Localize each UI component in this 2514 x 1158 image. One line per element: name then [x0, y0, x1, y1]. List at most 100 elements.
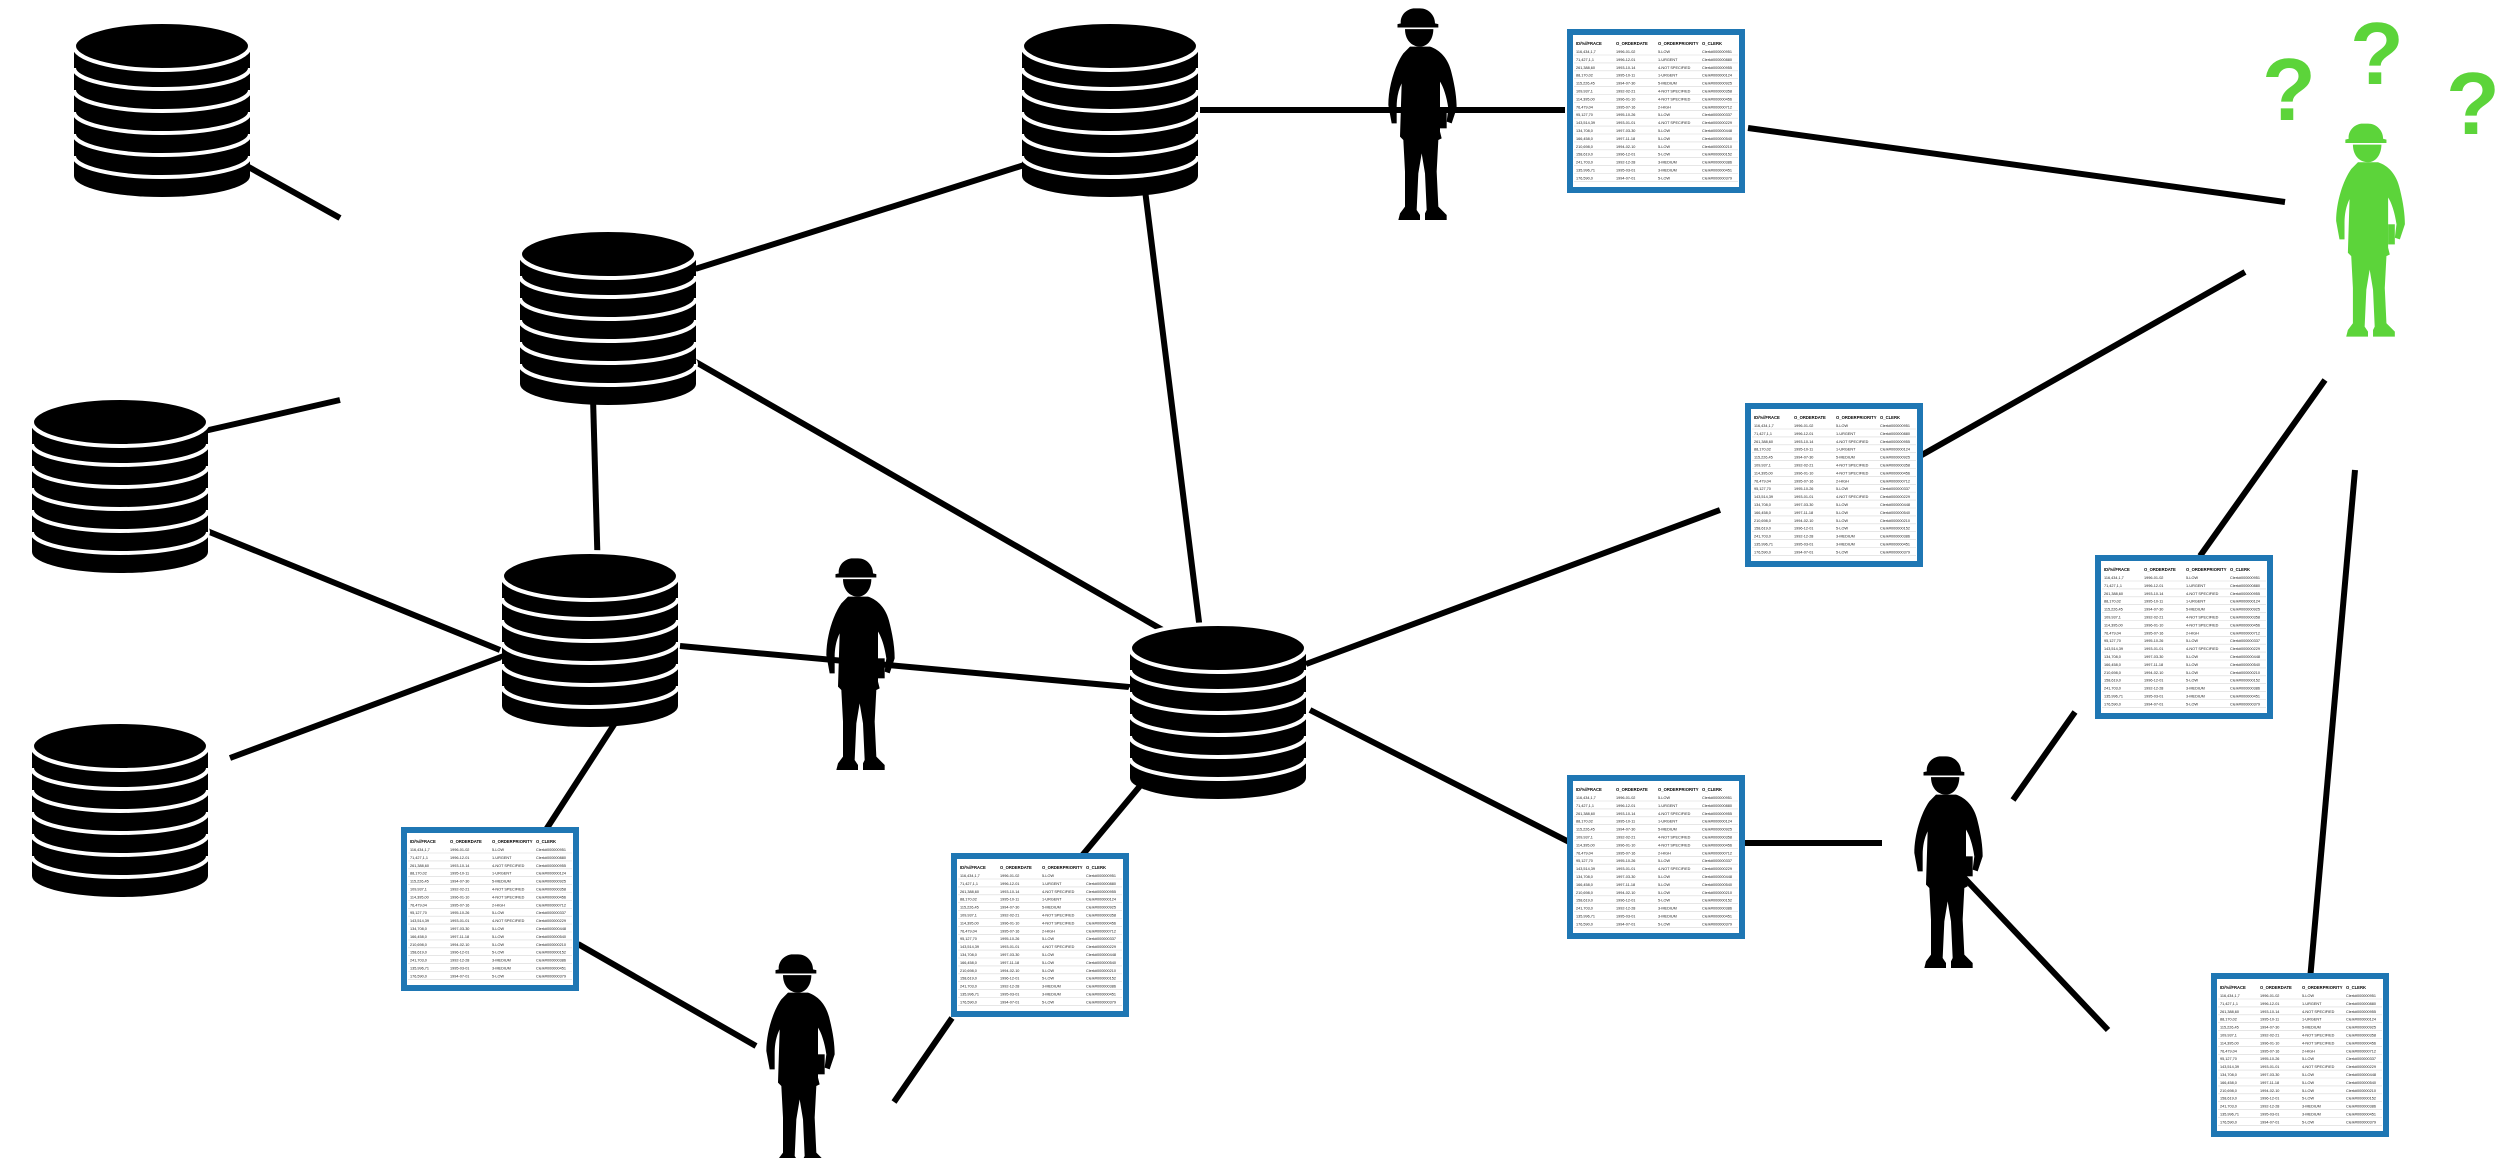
table-cell: 1-URGENT: [2186, 584, 2206, 588]
table-cell: 1-URGENT: [1042, 898, 1062, 902]
table-cell: 1996-12-01: [1794, 432, 1813, 436]
table-cell: 1995-03-01: [2260, 1113, 2279, 1117]
table-cell: 176,590,0: [1576, 922, 1593, 926]
table-cell: Clerk#000000152: [1702, 153, 1732, 157]
table-cell: Clerk#000000540: [2346, 1081, 2376, 1085]
table-cell: 3-MEDIUM: [1658, 907, 1677, 911]
table-cell: 115,226,45: [2104, 608, 2123, 612]
table-cell: 158,619,0: [2104, 679, 2121, 683]
connection-lines: [148, 107, 2358, 1104]
table-cell: Clerk#000000540: [1702, 883, 1732, 887]
table-cell: 176,590,0: [2220, 1120, 2237, 1124]
table-cell: 1994-02-10: [2144, 671, 2163, 675]
table-cell: 1997-11-18: [2260, 1081, 2279, 1085]
table-cell: 71,427,1,1: [960, 882, 978, 886]
table-header: O_CLERK: [2230, 567, 2250, 572]
table-cell: Clerk#000000379: [536, 974, 566, 978]
table-cell: 1993-10-14: [1616, 812, 1635, 816]
table-cell: Clerk#000000152: [1086, 977, 1116, 981]
table-cell: 4-NOT SPECIFIED: [2186, 623, 2219, 627]
table-cell: 4-NOT SPECIFIED: [492, 895, 525, 899]
table-cell: 134,708,0: [1576, 875, 1593, 879]
table-cell: Clerk#000000456: [1702, 97, 1732, 101]
table-cell: 1995-10-26: [1616, 113, 1635, 117]
table-cell: Clerk#000000124: [1702, 74, 1732, 78]
table-cell: Clerk#000000925: [536, 880, 566, 884]
table-cell: 1995-10-11: [1000, 898, 1019, 902]
table-cell: Clerk#000000229: [1880, 495, 1910, 499]
table-cell: Clerk#000000379: [1702, 922, 1732, 926]
table-cell: Clerk#000000152: [1702, 899, 1732, 903]
table-cell: 5-LOW: [2302, 1089, 2314, 1093]
table-cell: 88,170,02: [960, 898, 977, 902]
table-cell: 1993-01-01: [1616, 121, 1635, 125]
table-cell: 1994-07-30: [1794, 456, 1813, 460]
table-cell: Clerk#000000358: [1880, 464, 1910, 468]
table-cell: Clerk#000000152: [2346, 1097, 2376, 1101]
table-cell: 5-LOW: [2302, 994, 2314, 998]
table-cell: 1994-02-10: [1794, 519, 1813, 523]
link-line: [638, 327, 1182, 643]
table-header: O_ORDERDATE: [1616, 41, 1648, 46]
table-cell: Clerk#000000456: [1086, 921, 1116, 925]
table-cell: Clerk#000000451: [1702, 169, 1732, 173]
table-cell: 1996-12-01: [1616, 153, 1635, 157]
table-cell: 1996-12-01: [450, 951, 469, 955]
table-cell: 71,427,1,1: [2220, 1002, 2238, 1006]
table-cell: 3-MEDIUM: [492, 959, 511, 963]
table-cell: 1997-03-30: [1616, 875, 1635, 879]
table-cell: Clerk#000000712: [2230, 631, 2260, 635]
table-cell: 114,395,00: [1576, 843, 1595, 847]
link-line: [576, 941, 758, 1049]
link-line: [178, 517, 502, 653]
table-cell: 5-LOW: [2186, 576, 2198, 580]
table-cell: 1993-01-01: [2260, 1065, 2279, 1069]
table-cell: 5-LOW: [1042, 977, 1054, 981]
table-cell: 5-LOW: [1658, 153, 1670, 157]
link-line: [891, 1016, 955, 1104]
table-header: O_ORDERPRIORITY: [1836, 415, 1877, 420]
table-cell: 5-MEDIUM: [1836, 456, 1855, 460]
table-cell: Clerk#000000951: [536, 848, 566, 852]
table-cell: 1993-10-14: [2144, 592, 2163, 596]
table-cell: 5-LOW: [1836, 424, 1848, 428]
table-cell: Clerk#000000925: [2346, 1026, 2376, 1030]
table-cell: 135,996,71: [960, 993, 979, 997]
table-cell: Clerk#000000229: [1702, 867, 1732, 871]
table-cell: 241,703,0: [2220, 1105, 2237, 1109]
table-cell: 261,388,60: [1576, 812, 1595, 816]
table-cell: 115,226,45: [2220, 1026, 2239, 1030]
table-cell: Clerk#000000358: [2346, 1034, 2376, 1038]
link-line: [2307, 469, 2358, 981]
database-icon: [30, 396, 210, 574]
worker-icon: [766, 954, 835, 1158]
table-cell: 1997-03-30: [450, 927, 469, 931]
table-cell: 241,703,0: [1576, 161, 1593, 165]
database-icon: [518, 228, 698, 406]
table-cell: 1995-10-11: [1616, 74, 1635, 78]
table-cell: 4-NOT SPECIFIED: [1658, 121, 1691, 125]
table-cell: Clerk#000000955: [1880, 440, 1910, 444]
table-cell: 5-LOW: [1658, 899, 1670, 903]
table-cell: Clerk#000000386: [2346, 1105, 2376, 1109]
table-cell: 1994-07-30: [1616, 82, 1635, 86]
table-cell: 166,458,0: [2104, 663, 2121, 667]
table-cell: 114,395,00: [410, 895, 429, 899]
table-cell: 1993-10-14: [1794, 440, 1813, 444]
table-cell: 135,996,71: [2220, 1113, 2239, 1117]
table-cell: Clerk#000000712: [1086, 929, 1116, 933]
table-cell: 4-NOT SPECIFIED: [492, 919, 525, 923]
table-cell: 88,170,02: [1576, 820, 1593, 824]
table-cell: 1995-10-26: [1616, 859, 1635, 863]
table-cell: 1-URGENT: [1658, 58, 1678, 62]
table-cell: 1996-01-02: [1616, 50, 1635, 54]
table-cell: 1996-01-10: [1616, 843, 1635, 847]
table-cell: 5-LOW: [1042, 961, 1054, 965]
question-mark: ?: [2446, 54, 2500, 153]
table-cell: 5-LOW: [492, 848, 504, 852]
table-cell: 116,434,1,7: [1576, 796, 1596, 800]
table-cell: 1995-03-01: [450, 967, 469, 971]
table-cell: 1995-07-16: [2144, 631, 2163, 635]
table-cell: 1995-07-16: [450, 903, 469, 907]
